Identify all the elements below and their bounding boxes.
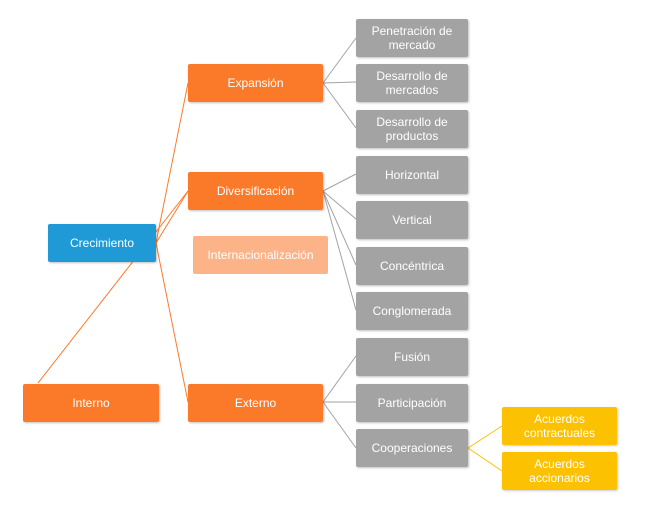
link-expansion-penetracion bbox=[322, 37, 357, 84]
node-vertical: Vertical bbox=[356, 201, 468, 239]
node-desarrollo-mercados: Desarrollo de mercados bbox=[356, 64, 468, 102]
node-crecimiento-label: Crecimiento bbox=[69, 236, 135, 250]
node-expansion: Expansión bbox=[188, 64, 323, 102]
node-participacion: Participación bbox=[356, 384, 468, 422]
node-diversificacion-label: Diversificación bbox=[216, 184, 295, 198]
link-expansion-desarrollo-mercados bbox=[322, 81, 357, 84]
node-acuerdos-contractuales: Acuerdos contractuales bbox=[502, 407, 617, 445]
link-cooperaciones-contractuales bbox=[467, 425, 503, 449]
link-cooperaciones-accionarios bbox=[467, 447, 503, 472]
node-conglomerada-label: Conglomerada bbox=[372, 304, 452, 318]
link-interno-diversificacion bbox=[37, 190, 189, 384]
node-cooperaciones: Cooperaciones bbox=[356, 429, 468, 467]
node-concentrica-label: Concéntrica bbox=[379, 259, 445, 273]
node-acuerdos-contractuales-label: Acuerdos contractuales bbox=[523, 412, 596, 440]
node-interno: Interno bbox=[23, 384, 159, 422]
node-vertical-label: Vertical bbox=[392, 213, 432, 227]
link-diversificacion-concentrica bbox=[322, 190, 357, 266]
node-concentrica: Concéntrica bbox=[356, 247, 468, 285]
link-crecimiento-expansion bbox=[155, 82, 189, 244]
node-desarrollo-mercados-label: Desarrollo de mercados bbox=[376, 69, 448, 97]
node-acuerdos-accionarios-label: Acuerdos accionarios bbox=[529, 457, 590, 485]
node-horizontal: Horizontal bbox=[356, 156, 468, 194]
link-crecimiento-diversificacion bbox=[155, 190, 189, 244]
link-diversificacion-conglomerada bbox=[322, 190, 357, 311]
link-diversificacion-vertical bbox=[322, 190, 357, 220]
link-expansion-desarrollo-productos bbox=[322, 82, 357, 129]
node-diversificacion: Diversificación bbox=[188, 172, 323, 210]
node-crecimiento: Crecimiento bbox=[48, 224, 156, 262]
node-externo-label: Externo bbox=[234, 396, 277, 410]
node-internacionalizacion: Internacionalización bbox=[193, 236, 328, 274]
link-externo-cooperaciones bbox=[322, 401, 357, 449]
node-internacionalizacion-label: Internacionalización bbox=[207, 248, 314, 262]
node-penetracion-mercado-label: Penetración de mercado bbox=[371, 24, 453, 52]
node-desarrollo-productos-label: Desarrollo de productos bbox=[376, 115, 448, 143]
link-crecimiento-externo bbox=[155, 242, 189, 403]
node-fusion: Fusión bbox=[356, 338, 468, 376]
link-diversificacion-horizontal bbox=[322, 173, 357, 192]
node-fusion-label: Fusión bbox=[393, 350, 431, 364]
node-externo: Externo bbox=[188, 384, 323, 422]
node-conglomerada: Conglomerada bbox=[356, 292, 468, 330]
node-acuerdos-accionarios: Acuerdos accionarios bbox=[502, 452, 617, 490]
node-penetracion-mercado: Penetración de mercado bbox=[356, 19, 468, 57]
node-cooperaciones-label: Cooperaciones bbox=[371, 441, 453, 455]
node-participacion-label: Participación bbox=[377, 396, 447, 410]
node-expansion-label: Expansión bbox=[227, 76, 284, 90]
link-externo-fusion bbox=[322, 355, 357, 403]
node-horizontal-label: Horizontal bbox=[384, 168, 440, 182]
node-interno-label: Interno bbox=[72, 396, 110, 410]
node-desarrollo-productos: Desarrollo de productos bbox=[356, 110, 468, 148]
